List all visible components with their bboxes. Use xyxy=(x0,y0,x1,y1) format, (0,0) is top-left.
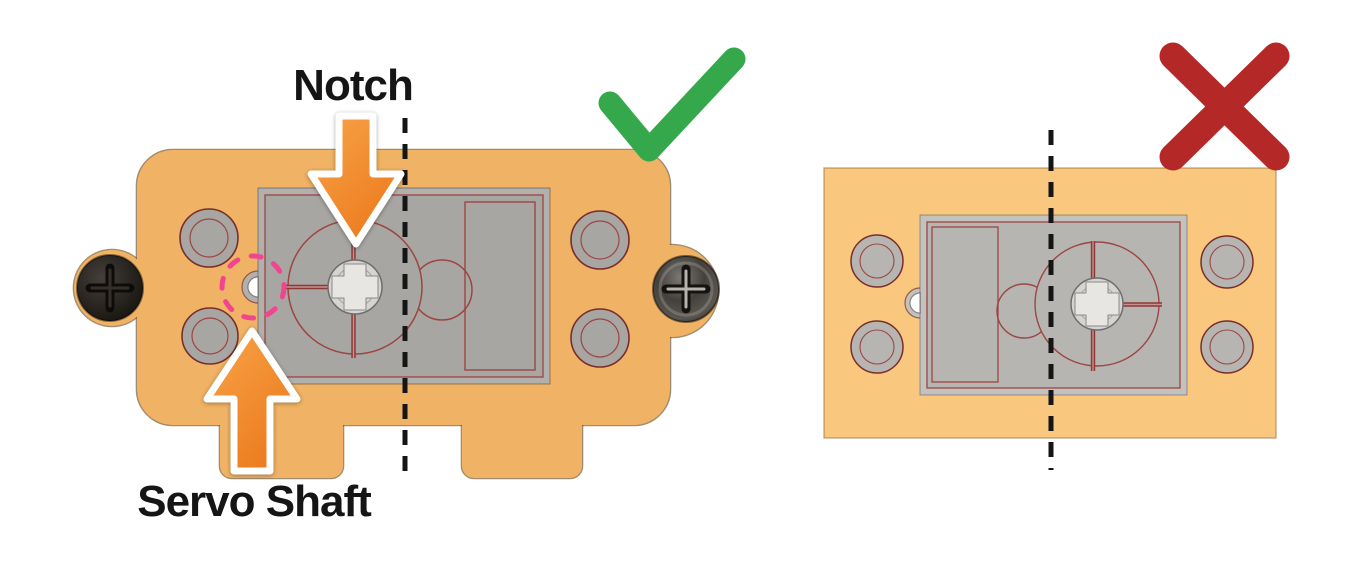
alignment-notch xyxy=(247,276,259,298)
notch-highlight-circle xyxy=(219,253,287,321)
phillips-screw-right xyxy=(652,255,720,323)
servo-shaft-arrow-icon xyxy=(203,327,301,475)
standoff-hole xyxy=(570,308,630,368)
standoff-hole xyxy=(1200,320,1254,374)
notch-arrow-icon xyxy=(307,112,405,248)
x-mark-icon xyxy=(1159,42,1290,171)
panel-correct: Notch Servo Shaft xyxy=(72,47,746,526)
standoff-hole xyxy=(179,208,239,268)
standoff-hole xyxy=(850,320,904,374)
checkmark-icon xyxy=(598,47,746,162)
notch-label: Notch xyxy=(293,61,413,110)
servo-mount-rect xyxy=(464,201,536,371)
servo-shaft xyxy=(1070,277,1124,331)
phillips-screw-left xyxy=(76,254,144,322)
standoff-hole xyxy=(181,307,239,365)
alignment-notch xyxy=(909,292,921,314)
panel-incorrect xyxy=(823,42,1290,470)
servo-shaft-label: Servo Shaft xyxy=(137,477,372,526)
servo-shaft xyxy=(327,259,383,315)
standoff-hole xyxy=(1200,235,1254,289)
servo-body-correct xyxy=(247,187,551,385)
standoff-hole xyxy=(850,234,904,288)
standoff-hole xyxy=(570,210,630,270)
